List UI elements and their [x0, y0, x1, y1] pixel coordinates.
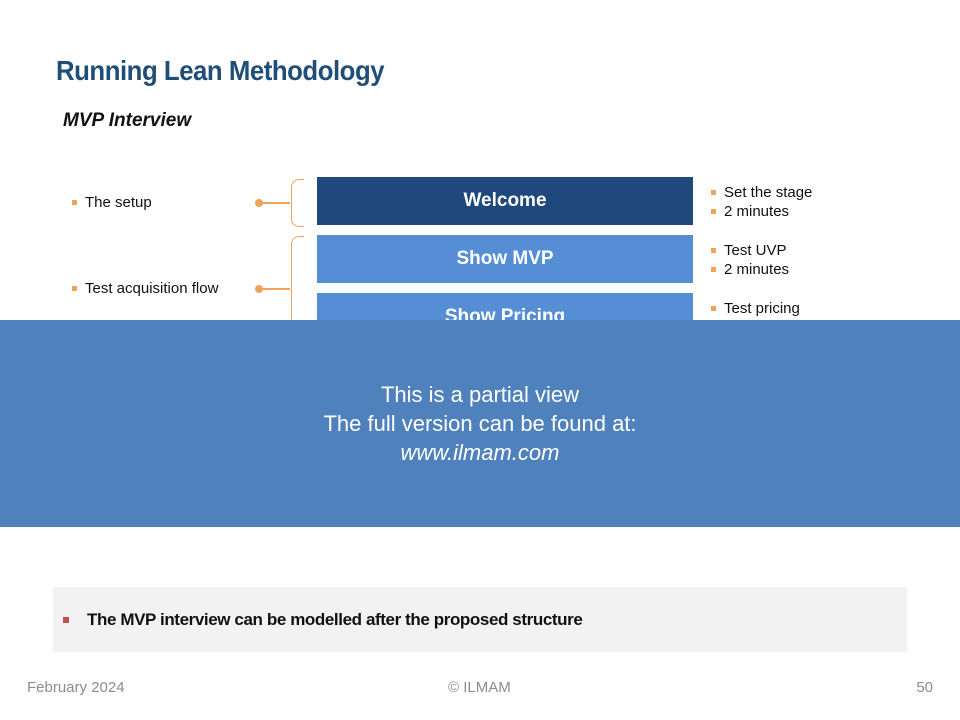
- note-box: The MVP interview can be modelled after …: [53, 587, 907, 652]
- bullet-icon: [63, 616, 69, 623]
- connector-dot: [255, 199, 263, 207]
- bracket-welcome: [291, 179, 304, 227]
- stage-label: Welcome: [463, 190, 547, 211]
- stage-welcome: Welcome: [317, 177, 693, 225]
- bullet-icon: [72, 286, 77, 291]
- stage-details-show-mvp: Test UVP 2 minutes: [711, 241, 789, 279]
- stage-label: Show MVP: [456, 248, 554, 269]
- footer-copyright: © ILMAM: [448, 679, 511, 696]
- footer-date: February 2024: [27, 679, 125, 696]
- note-text: The MVP interview can be modelled after …: [87, 609, 583, 629]
- left-item-acquisition: Test acquisition flow: [72, 280, 218, 297]
- left-item-label: Test acquisition flow: [85, 280, 219, 297]
- page-number: 50: [916, 679, 933, 696]
- detail-text: Set the stage: [724, 184, 813, 201]
- detail-text: 2 minutes: [724, 261, 790, 278]
- bullet-icon: [72, 200, 77, 205]
- bullet-icon: [711, 209, 716, 214]
- partial-view-overlay: This is a partial view The full version …: [0, 320, 960, 527]
- slide-title: Running Lean Methodology: [56, 55, 385, 86]
- bullet-icon: [711, 306, 716, 311]
- stage-details-show-pricing: Test pricing: [711, 299, 800, 318]
- left-item-label: The setup: [85, 194, 152, 211]
- bullet-icon: [711, 267, 716, 272]
- stage-show-mvp: Show MVP: [317, 235, 693, 283]
- stage-details-welcome: Set the stage 2 minutes: [711, 183, 812, 221]
- detail-text: 2 minutes: [724, 203, 790, 220]
- detail-text: Test UVP: [724, 242, 787, 259]
- overlay-line-2: The full version can be found at:: [323, 411, 637, 436]
- overlay-line-1: This is a partial view: [380, 382, 580, 407]
- detail-text: Test pricing: [724, 300, 800, 317]
- bullet-icon: [711, 248, 716, 253]
- slide-subtitle: MVP Interview: [63, 110, 192, 131]
- left-item-setup: The setup: [72, 194, 152, 211]
- overlay-url[interactable]: www.ilmam.com: [400, 440, 560, 465]
- connector-dot: [255, 285, 263, 293]
- connector-line: [262, 288, 290, 290]
- bullet-icon: [711, 190, 716, 195]
- connector-line: [262, 202, 290, 204]
